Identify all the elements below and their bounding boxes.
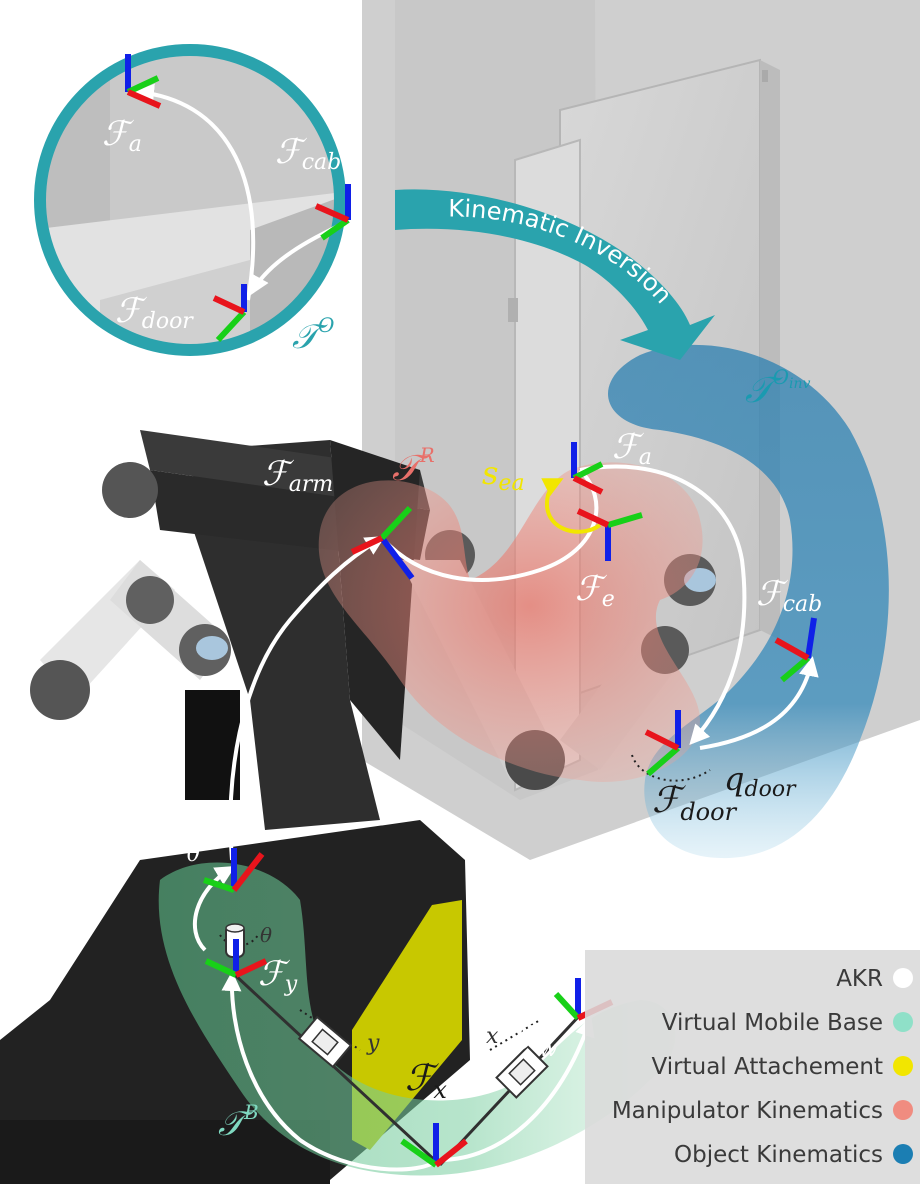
frame-theta-x-axis [231,852,265,892]
frame-theta-label: ℱθ [160,824,200,867]
virtual-mobile-base-region [158,862,676,1176]
inset-frame-cab-x-axis [314,203,350,223]
frame-arm-y-axis [379,505,413,541]
legend-label: AKR [836,966,883,992]
coordinate-frames [125,54,817,1168]
frame-cab-y-axis [780,655,810,683]
frame-w-y-axis [553,991,581,1021]
frame-e-y-axis [607,512,643,528]
legend-swatch [893,1056,913,1076]
frame-x-x-axis [434,1138,468,1168]
frame-a-y-axis [572,461,604,481]
frame-arm-x-axis [350,535,384,555]
legend-swatch [893,968,913,988]
frame-door-triad [644,710,681,777]
inset-frame-a-y-axis [126,75,160,95]
object-kinematics-region [607,344,889,859]
frame-x-triad [400,1123,468,1168]
theta-label: θ [260,923,272,947]
inset-frame-door-y-axis [215,309,247,343]
frame-a-x-axis [572,475,604,495]
s-ea-arc [541,478,602,534]
frame-theta-triad [203,848,265,893]
frame-y-x-axis [234,958,268,978]
x-joint-icon [495,1045,549,1099]
q-door-label: qdoor [724,760,797,802]
y-label: y [366,1031,380,1056]
door-rotation-arc [631,754,711,782]
frame-arm-triad [350,505,415,580]
legend-label: Virtual Mobile Base [662,1010,883,1036]
frame-e-triad [576,508,643,561]
s-ea-label: sea [482,454,525,496]
frame-door-y-axis [646,745,680,777]
legend-label: Manipulator Kinematics [612,1098,883,1124]
frame-w-label: ℱw [512,1019,558,1062]
legend-swatch [893,1144,913,1164]
inset-frame-a-triad [125,54,162,109]
frame-cab-z-axis [805,617,817,659]
frame-y-y-axis [204,958,238,978]
inset-frame-door-label: ℱdoor [115,291,194,334]
frame-theta-y-axis [203,877,235,893]
frame-e-x-axis [576,508,610,528]
kinematic-inversion-arrow [395,189,715,360]
inset-tau-o-label: 𝒯O [292,313,334,357]
frame-y-triad [204,939,268,978]
object-inset [34,44,346,356]
inset-frame-door-triad [212,284,247,343]
inset-frame-cab-y-axis [320,217,350,241]
frame-x-y-axis [400,1138,438,1168]
inset-frame-a-x-axis [126,89,162,109]
x-prismatic-arrow [489,1019,541,1051]
legend-swatch [893,1012,913,1032]
frame-a-triad [571,442,604,495]
legend-label: Object Kinematics [674,1142,883,1168]
x-label: x [486,1024,499,1049]
legend-background [585,950,920,1184]
frame-cab-x-axis [774,637,810,661]
frame-cab-triad [774,617,817,683]
legend-swatch [893,1100,913,1120]
akr-trajectories [192,464,819,1172]
frame-door-x-axis [644,729,680,751]
y-joint-icon [297,1015,353,1069]
legend-label: Virtual Attachement [652,1054,883,1080]
frame-arm-z-axis [379,536,415,580]
inset-frame-cab-triad [314,184,351,241]
inset-frame-door-x-axis [212,295,246,315]
